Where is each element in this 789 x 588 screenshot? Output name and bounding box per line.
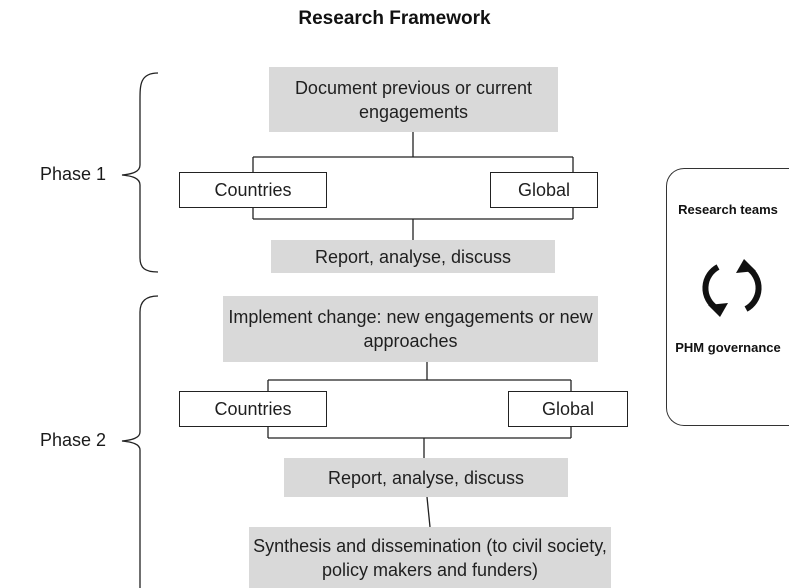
- synthesis-dissemination-box: Synthesis and dissemination (to civil so…: [249, 527, 611, 588]
- governance-panel: [666, 168, 789, 426]
- phase2-countries-box: Countries: [179, 391, 327, 427]
- phase2-global-box: Global: [508, 391, 628, 427]
- phase2-label: Phase 2: [40, 430, 107, 450]
- phase1-global-box: Global: [490, 172, 598, 208]
- phase1-brace: [121, 72, 159, 273]
- phm-governance-label: PHM governance: [675, 340, 781, 355]
- phase1-report-box: Report, analyse, discuss: [271, 240, 555, 273]
- phase1-countries-box: Countries: [179, 172, 327, 208]
- document-engagements-box: Document previous or current engagements: [269, 67, 558, 132]
- cycle-arrows-icon: [702, 259, 762, 317]
- phase2-report-box: Report, analyse, discuss: [284, 458, 568, 497]
- phase1-label: Phase 1: [40, 164, 107, 184]
- diagram-title: Research Framework: [298, 8, 491, 29]
- implement-change-box: Implement change: new engagements or new…: [223, 296, 598, 362]
- phase2-connector-bottom: [426, 496, 431, 528]
- phase2-brace: [121, 295, 159, 588]
- research-teams-label: Research teams: [678, 202, 778, 217]
